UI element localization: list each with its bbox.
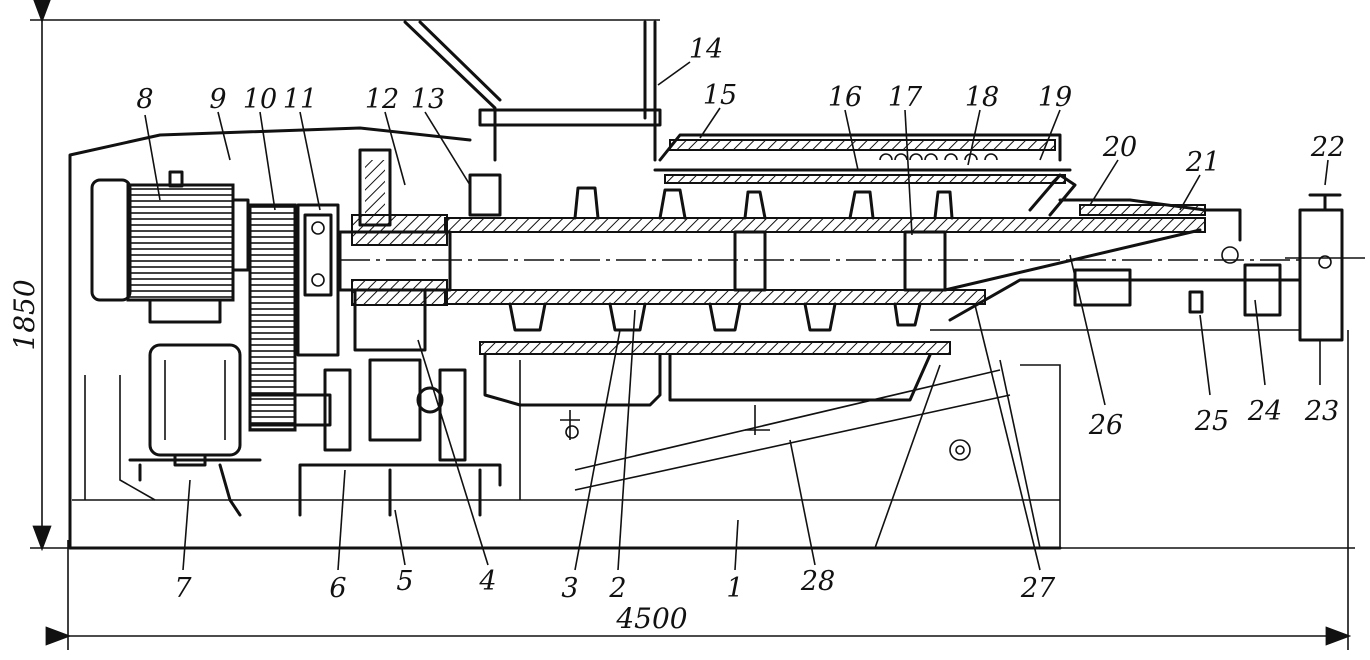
bearing-housing <box>298 148 502 517</box>
callout-10: 10 <box>243 84 277 115</box>
callout-labels: 1 2 3 4 5 6 7 8 9 10 11 12 13 14 15 16 1… <box>136 34 1345 604</box>
callout-14: 14 <box>689 34 723 65</box>
callout-12: 12 <box>365 84 399 115</box>
end-cap <box>1285 193 1365 342</box>
electric-motor <box>90 170 250 324</box>
callout-20: 20 <box>1102 132 1137 163</box>
callout-25: 25 <box>1194 406 1229 437</box>
callout-28: 28 <box>800 566 835 597</box>
callout-16: 16 <box>828 82 862 113</box>
callout-1: 1 <box>726 573 743 604</box>
leader-lines <box>144 61 1329 571</box>
callout-15: 15 <box>703 80 737 111</box>
callout-6: 6 <box>329 573 346 604</box>
callout-8: 8 <box>136 84 153 115</box>
callout-19: 19 <box>1038 82 1072 113</box>
callout-2: 2 <box>608 573 626 604</box>
callout-22: 22 <box>1310 132 1345 163</box>
callout-27: 27 <box>1020 573 1056 604</box>
callout-21: 21 <box>1185 147 1220 178</box>
callout-24: 24 <box>1247 396 1282 427</box>
callout-7: 7 <box>174 573 192 604</box>
height-dimension-label: 1850 <box>8 279 41 350</box>
callout-17: 17 <box>888 82 923 113</box>
upper-cover <box>653 133 1077 217</box>
screw-barrel <box>338 186 1300 440</box>
base-frame <box>68 126 1062 550</box>
press-section <box>930 198 1302 331</box>
callout-11: 11 <box>283 84 317 115</box>
callout-23: 23 <box>1304 396 1339 427</box>
width-dimension-label: 4500 <box>615 602 687 635</box>
callout-9: 9 <box>209 84 226 115</box>
callout-13: 13 <box>411 84 445 115</box>
callout-26: 26 <box>1088 410 1123 441</box>
width-dimension <box>45 330 1352 650</box>
callout-4: 4 <box>478 566 496 597</box>
callout-3: 3 <box>561 573 578 604</box>
callout-5: 5 <box>396 566 413 597</box>
belt-drive <box>248 203 340 432</box>
feed-hopper <box>403 20 662 217</box>
gear-reducer <box>128 343 262 517</box>
callout-18: 18 <box>965 82 999 113</box>
